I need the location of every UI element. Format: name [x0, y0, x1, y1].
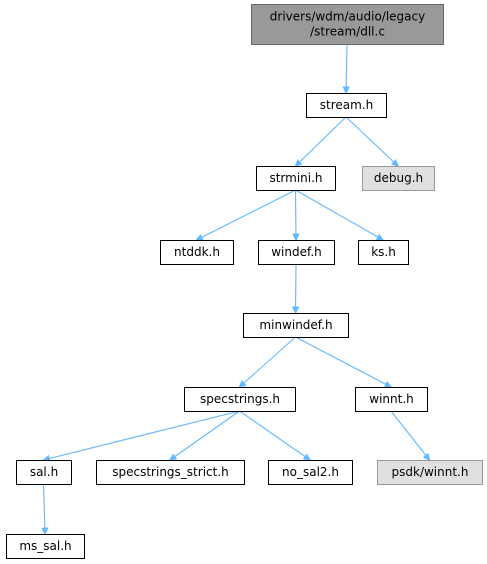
edge-line	[296, 263, 297, 313]
node-label: psdk/winnt.h	[392, 465, 469, 479]
edge-line	[296, 116, 347, 166]
node-box	[268, 460, 353, 485]
edge-line	[239, 410, 311, 460]
node-box	[96, 460, 245, 485]
nodes: drivers/wdm/audio/legacy/stream/dll.c str…	[6, 4, 483, 559]
edge-line	[345, 116, 398, 166]
edge-specstrings-h-to-sal-h	[44, 410, 240, 460]
edge-winnt-h-to-psdk-winnt-h	[390, 410, 430, 460]
edge-windef-h-to-minwindef-h	[296, 263, 297, 313]
node-label: ks.h	[371, 245, 396, 259]
node-winnt-h[interactable]: winnt.h	[355, 387, 428, 412]
node-box	[256, 166, 336, 191]
edge-strmini-h-to-ks-h	[295, 189, 384, 240]
node-label: drivers/wdm/audio/legacy	[270, 10, 425, 24]
node-label: winnt.h	[369, 392, 413, 406]
node-label: strmini.h	[269, 171, 322, 185]
edge-line	[296, 189, 297, 240]
node-stream-h[interactable]: stream.h	[306, 93, 387, 118]
node-no-sal2-h[interactable]: no_sal2.h	[268, 460, 353, 485]
node-box	[251, 4, 444, 45]
node-label: /stream/dll.c	[310, 25, 385, 39]
node-label: specstrings.h	[200, 392, 280, 406]
node-label: minwindef.h	[259, 318, 332, 332]
node-box	[243, 313, 349, 338]
edge-line	[390, 410, 430, 460]
node-label: specstrings_strict.h	[112, 465, 229, 479]
edge-line	[295, 336, 392, 387]
node-windef-h[interactable]: windef.h	[258, 240, 335, 265]
node-box	[16, 460, 72, 485]
node-label: stream.h	[320, 98, 373, 112]
node-box	[362, 166, 435, 191]
node-dll-c[interactable]: drivers/wdm/audio/legacy/stream/dll.c	[251, 4, 444, 45]
edge-line	[44, 410, 240, 460]
edge-strmini-h-to-windef-h	[296, 189, 297, 240]
node-strmini-h[interactable]: strmini.h	[256, 166, 336, 191]
edge-line	[240, 336, 296, 387]
edge-minwindef-h-to-winnt-h	[295, 336, 392, 387]
node-box	[355, 387, 428, 412]
node-box	[184, 387, 296, 412]
node-box	[306, 93, 387, 118]
edge-line	[346, 43, 347, 93]
edge-specstrings-h-to-no-sal2-h	[239, 410, 311, 460]
edge-line	[295, 189, 384, 240]
edge-line	[197, 189, 296, 240]
node-box	[377, 460, 483, 485]
node-box	[358, 240, 409, 265]
node-label: debug.h	[374, 171, 423, 185]
node-minwindef-h[interactable]: minwindef.h	[243, 313, 349, 338]
node-psdk-winnt-h: psdk/winnt.h	[377, 460, 483, 485]
node-specstrings-h[interactable]: specstrings.h	[184, 387, 296, 412]
edge-line	[170, 410, 240, 460]
node-ms-sal-h[interactable]: ms_sal.h	[6, 534, 85, 559]
edge-specstrings-h-to-specstrings-strict-h	[170, 410, 240, 460]
edge-stream-h-to-debug-h	[345, 116, 398, 166]
node-sal-h[interactable]: sal.h	[16, 460, 72, 485]
node-label: ms_sal.h	[19, 539, 71, 553]
edge-line	[44, 483, 46, 534]
node-debug-h: debug.h	[362, 166, 435, 191]
edge-minwindef-h-to-specstrings-h	[240, 336, 296, 387]
node-box	[6, 534, 85, 559]
node-label: ntddk.h	[174, 245, 220, 259]
edge-strmini-h-to-ntddk-h	[197, 189, 296, 240]
edge-sal-h-to-ms-sal-h	[44, 483, 46, 534]
node-ks-h[interactable]: ks.h	[358, 240, 409, 265]
node-specstrings-strict-h[interactable]: specstrings_strict.h	[96, 460, 245, 485]
node-label: no_sal2.h	[282, 465, 339, 479]
node-ntddk-h[interactable]: ntddk.h	[160, 240, 234, 265]
edge-stream-h-to-strmini-h	[296, 116, 347, 166]
node-box	[160, 240, 234, 265]
node-label: windef.h	[271, 245, 322, 259]
edges	[44, 43, 430, 534]
node-box	[258, 240, 335, 265]
node-label: sal.h	[30, 465, 58, 479]
edge-dll-c-to-stream-h	[346, 43, 347, 93]
